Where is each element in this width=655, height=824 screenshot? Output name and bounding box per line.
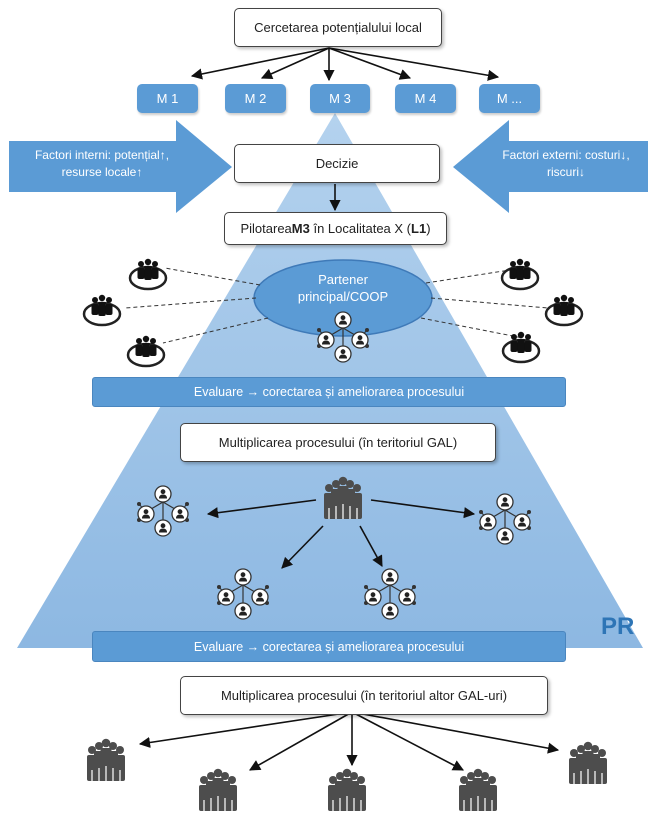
pilot-model: M3 <box>291 220 310 236</box>
external-factors-arrow <box>453 120 648 213</box>
internal-factors-line1: Factori interni: potențial↑, <box>34 148 170 162</box>
pilot-prefix: Pilotarea <box>240 220 292 236</box>
model-box-m1: M 1 <box>137 84 198 113</box>
external-factors-line1: Factori externi: costuri↓, <box>502 148 630 162</box>
team-circle-icon <box>126 334 166 368</box>
partner-line1: Partener <box>318 272 368 287</box>
team-circle-icon <box>128 257 168 291</box>
pilot-middle: în Localitatea X ( <box>309 220 412 236</box>
evaluation-bar-1: Evaluare → corectarea și ameliorarea pro… <box>92 377 566 407</box>
multiply-other-box: Multiplicarea procesului (în teritoriul … <box>180 676 548 715</box>
people-group-icon <box>87 738 125 781</box>
team-circle-icon <box>501 330 541 364</box>
model-box-m4: M 4 <box>395 84 456 113</box>
multiply-gal-box: Multiplicarea procesului (în teritoriul … <box>180 423 496 462</box>
model-box-m-more: M ... <box>479 84 540 113</box>
team-circle-icon <box>82 293 122 327</box>
external-factors-text: Factori externi: costuri↓, riscuri↓ <box>478 147 654 181</box>
external-factors-line2: riscuri↓ <box>547 164 585 179</box>
evaluation-bar-2: Evaluare → corectarea și ameliorarea pro… <box>92 631 566 662</box>
internal-factors-line2: resurse locale↑ <box>61 164 143 179</box>
internal-factors-arrow <box>9 120 232 213</box>
pilot-location: L1 <box>411 220 427 236</box>
decision-box: Decizie <box>234 144 440 183</box>
pilot-box: Pilotarea M3 în Localitatea X ( L1 ) <box>224 212 447 245</box>
people-group-icon <box>459 768 497 811</box>
model-box-m2: M 2 <box>225 84 286 113</box>
partner-line2: principal/COOP <box>297 288 389 304</box>
team-circle-icon <box>544 293 584 327</box>
internal-factors-text: Factori interni: potențial↑, resurse loc… <box>14 147 190 181</box>
people-group-icon <box>328 768 366 811</box>
pilot-suffix: ) <box>426 220 431 236</box>
team-circle-icon <box>500 257 540 291</box>
research-box: Cercetarea potențialului local <box>234 8 442 47</box>
pr-label: PR <box>601 613 635 640</box>
people-group-icon <box>199 768 237 811</box>
people-group-icon <box>569 741 607 784</box>
model-box-m3: M 3 <box>310 84 370 113</box>
partner-label: Partener principal/COOP <box>263 272 423 306</box>
